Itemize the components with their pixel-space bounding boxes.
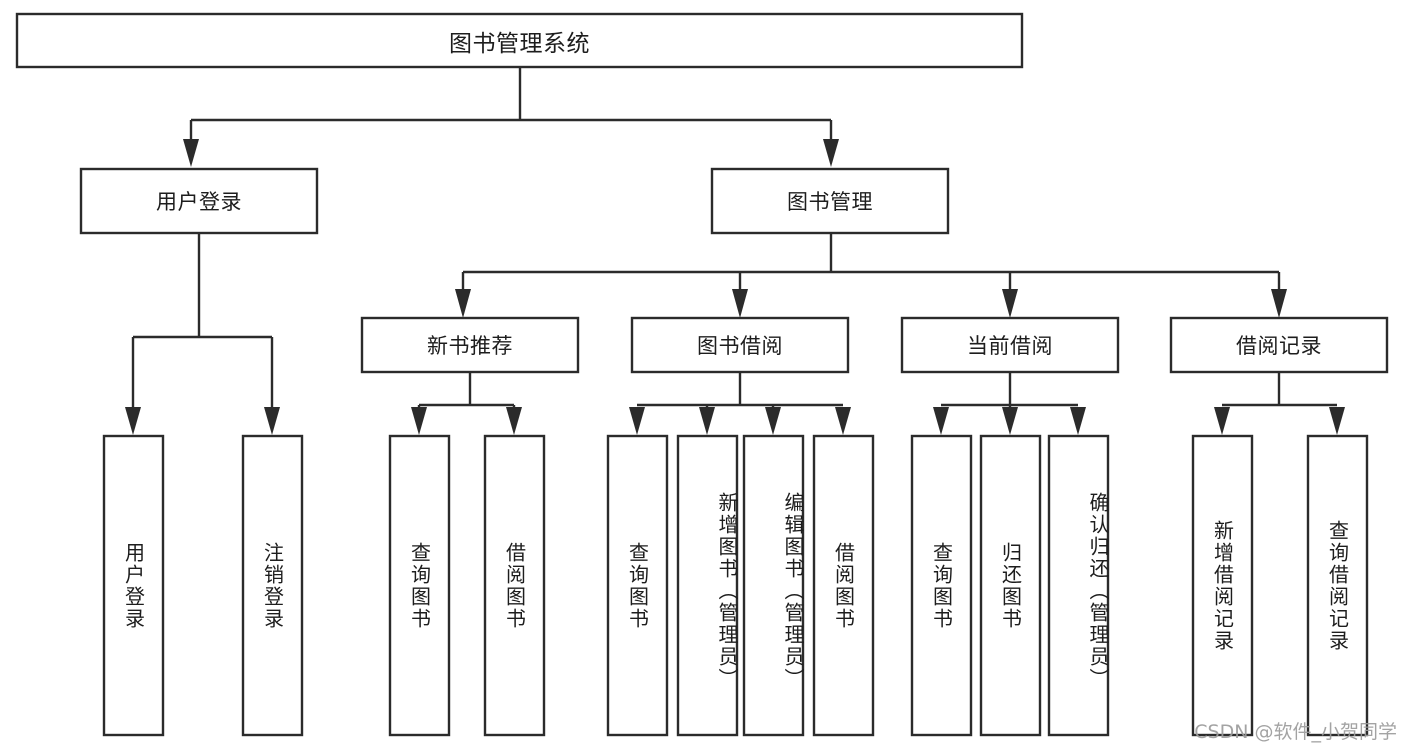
connector-group-root	[183, 67, 839, 167]
connector-group-new-book-recommend	[411, 372, 522, 435]
connector-group-book-borrow	[629, 372, 851, 435]
connector-group-book-manage	[455, 233, 1287, 318]
node-box-leaf-add-book[interactable]	[676, 434, 739, 737]
arrow-head-leaf-query-book-3	[933, 407, 949, 435]
arrow-head-leaf-user-login	[125, 407, 141, 435]
arrow-head-new-book-recommend	[455, 289, 471, 318]
arrow-head-leaf-confirm-return	[1070, 407, 1086, 435]
connector-group-current-borrow	[933, 372, 1086, 435]
node-box-book-borrow[interactable]	[630, 316, 850, 374]
arrow-head-leaf-add-book	[699, 407, 715, 435]
node-box-leaf-borrow-book-1[interactable]	[483, 434, 546, 737]
node-box-current-borrow[interactable]	[900, 316, 1120, 374]
node-box-leaf-query-book-2[interactable]	[606, 434, 669, 737]
arrow-head-book-manage	[823, 139, 839, 167]
arrow-head-borrow-record	[1271, 289, 1287, 318]
node-box-leaf-query-record[interactable]	[1306, 434, 1369, 737]
node-box-leaf-add-record[interactable]	[1191, 434, 1254, 737]
arrow-head-leaf-logout-login	[264, 407, 280, 435]
node-box-new-book-recommend[interactable]	[360, 316, 580, 374]
node-box-leaf-query-book-3[interactable]	[910, 434, 973, 737]
connector-group-borrow-record	[1214, 372, 1345, 435]
arrow-head-leaf-query-book-1	[411, 407, 427, 435]
arrow-head-leaf-borrow-book-1	[506, 407, 522, 435]
arrow-head-leaf-query-book-2	[629, 407, 645, 435]
node-box-borrow-record[interactable]	[1169, 316, 1389, 374]
node-box-leaf-return-book[interactable]	[979, 434, 1042, 737]
arrow-head-book-borrow	[732, 289, 748, 318]
connector-group-user-login	[125, 233, 280, 435]
node-box-root[interactable]	[15, 12, 1024, 69]
node-box-leaf-user-login[interactable]	[102, 434, 165, 737]
node-box-user-login[interactable]	[79, 167, 319, 235]
arrow-head-leaf-query-record	[1329, 407, 1345, 435]
arrow-head-leaf-add-record	[1214, 407, 1230, 435]
arrow-head-leaf-return-book	[1002, 407, 1018, 435]
node-box-leaf-borrow-book-2[interactable]	[812, 434, 875, 737]
arrow-head-current-borrow	[1002, 289, 1018, 318]
node-box-leaf-query-book-1[interactable]	[388, 434, 451, 737]
node-box-leaf-edit-book[interactable]	[742, 434, 805, 737]
node-box-leaf-logout-login[interactable]	[241, 434, 304, 737]
arrow-head-leaf-borrow-book-2	[835, 407, 851, 435]
node-box-book-manage[interactable]	[710, 167, 950, 235]
node-box-leaf-confirm-return[interactable]	[1047, 434, 1110, 737]
arrow-head-user-login	[183, 139, 199, 167]
arrow-head-leaf-edit-book	[765, 407, 781, 435]
